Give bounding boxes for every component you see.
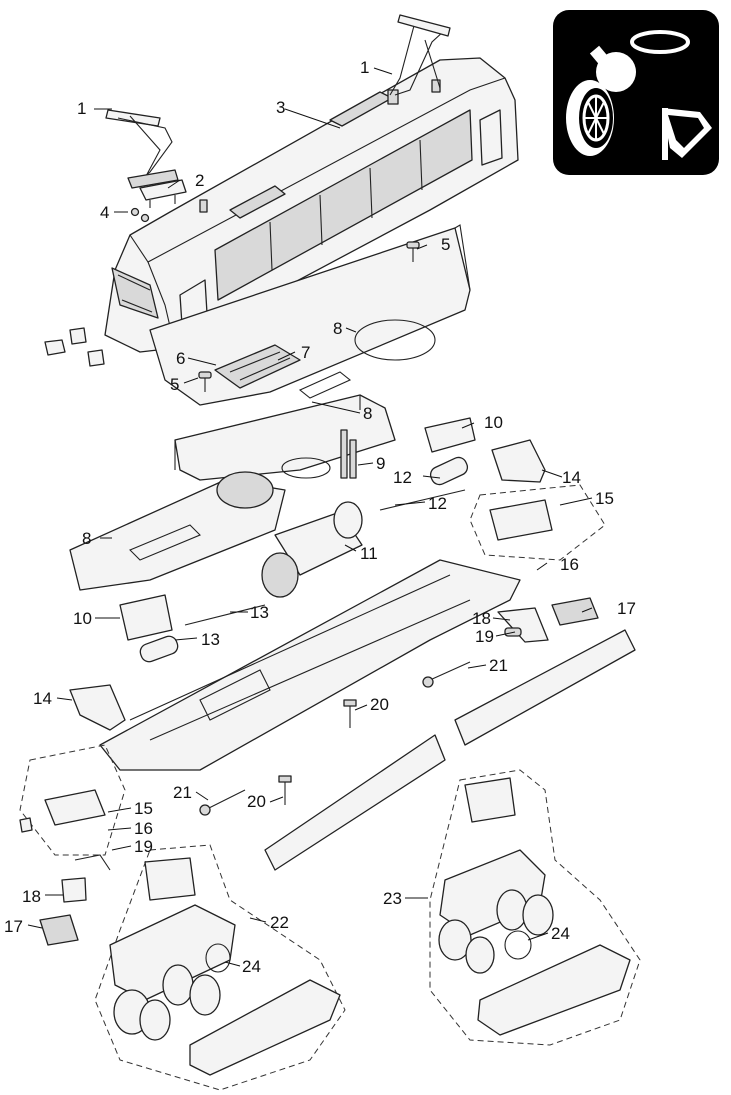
lamp-icon	[589, 45, 636, 92]
callout-3: 3	[276, 98, 286, 117]
callout-12-top: 12	[393, 468, 412, 487]
callout-12-bottom: 12	[428, 494, 447, 513]
bracket-14-bottom	[69, 684, 126, 731]
callout-14-bottom: 14	[33, 689, 52, 708]
callout-19-top: 19	[475, 627, 494, 646]
motor-mount	[69, 471, 286, 591]
callout-10-bottom: 10	[73, 609, 92, 628]
pantograph-icon	[662, 108, 712, 160]
pickup-spring-21-bottom	[199, 789, 246, 816]
cardan-shaft-13	[139, 604, 266, 663]
callout-22: 22	[270, 913, 289, 932]
callout-10-top: 10	[484, 413, 503, 432]
callout-13-top: 13	[250, 603, 269, 622]
callout-1-rear-pantograph: 1	[360, 58, 370, 77]
leader-lines	[27, 67, 593, 967]
side-frame-right-bottom	[264, 734, 446, 871]
screw-20-top	[343, 699, 357, 728]
motor-11	[261, 501, 363, 598]
callout-1-front-pantograph: 1	[77, 99, 87, 118]
pantograph-base	[139, 179, 187, 208]
bogie-22	[94, 844, 346, 1091]
pickup-spring-21-top	[422, 661, 471, 688]
callout-2: 2	[195, 171, 205, 190]
callout-13-bottom: 13	[201, 630, 220, 649]
decoder-board	[214, 344, 301, 389]
callout-18-bottom: 18	[22, 887, 41, 906]
bogie-23	[429, 769, 641, 1046]
callout-24-right: 24	[551, 924, 570, 943]
traction-tire-9	[281, 457, 331, 479]
callout-15-bottom: 15	[134, 799, 153, 818]
service-parts-legend-icon	[553, 10, 719, 175]
callout-24-left: 24	[242, 957, 261, 976]
callout-17-bottom: 17	[4, 917, 23, 936]
callout-14-top: 14	[562, 468, 581, 487]
screw-5-top	[406, 241, 420, 262]
callout-16-bottom: 16	[134, 819, 153, 838]
traction-tire-icon	[630, 30, 690, 54]
chassis-upper	[174, 394, 396, 481]
wheel-icon	[566, 80, 614, 156]
callout-8-left: 8	[82, 529, 92, 548]
pantograph-rear	[389, 14, 451, 96]
callout-11: 11	[360, 544, 378, 563]
callout-9: 9	[376, 454, 386, 473]
locomotive-body-shell	[104, 57, 519, 353]
callout-21-bottom: 21	[173, 783, 192, 802]
coupler-18-top	[497, 607, 549, 643]
callout-7: 7	[301, 343, 311, 362]
callout-5-left: 5	[170, 375, 180, 394]
upper-frame-plate	[149, 224, 471, 406]
callout-16-top: 16	[560, 555, 579, 574]
coupler-group-15-top	[469, 484, 606, 561]
callout-17-top: 17	[617, 599, 636, 618]
coupler-17-bottom	[39, 914, 79, 946]
coupler-group-15-bottom	[19, 744, 126, 856]
screw-20-bottom	[278, 775, 292, 805]
bracket-14-top	[491, 439, 546, 483]
gear-housing-10-top	[424, 417, 476, 453]
screw-5-left	[198, 371, 212, 392]
callout-5-top: 5	[441, 235, 451, 254]
callout-15-top: 15	[595, 489, 614, 508]
callout-20-top: 20	[370, 695, 389, 714]
callout-18-top: 18	[472, 609, 491, 628]
callout-20-bottom: 20	[247, 792, 266, 811]
pantograph-front	[105, 109, 179, 189]
coupler-18-bottom	[61, 854, 111, 903]
main-frame	[99, 559, 521, 771]
callout-4: 4	[100, 203, 110, 222]
callout-21-top: 21	[489, 656, 508, 675]
side-frame-right-top	[454, 629, 636, 746]
callout-23: 23	[383, 889, 402, 908]
light-guides	[44, 327, 105, 367]
screws-4	[130, 207, 150, 223]
callout-19-bottom: 19	[134, 837, 153, 856]
callout-8-top: 8	[333, 319, 343, 338]
coupler-17-top	[551, 597, 599, 626]
gear-housing-10-bottom	[119, 594, 173, 641]
pins-9	[340, 429, 357, 479]
callout-8-middle: 8	[363, 404, 373, 423]
callout-6: 6	[176, 349, 186, 368]
